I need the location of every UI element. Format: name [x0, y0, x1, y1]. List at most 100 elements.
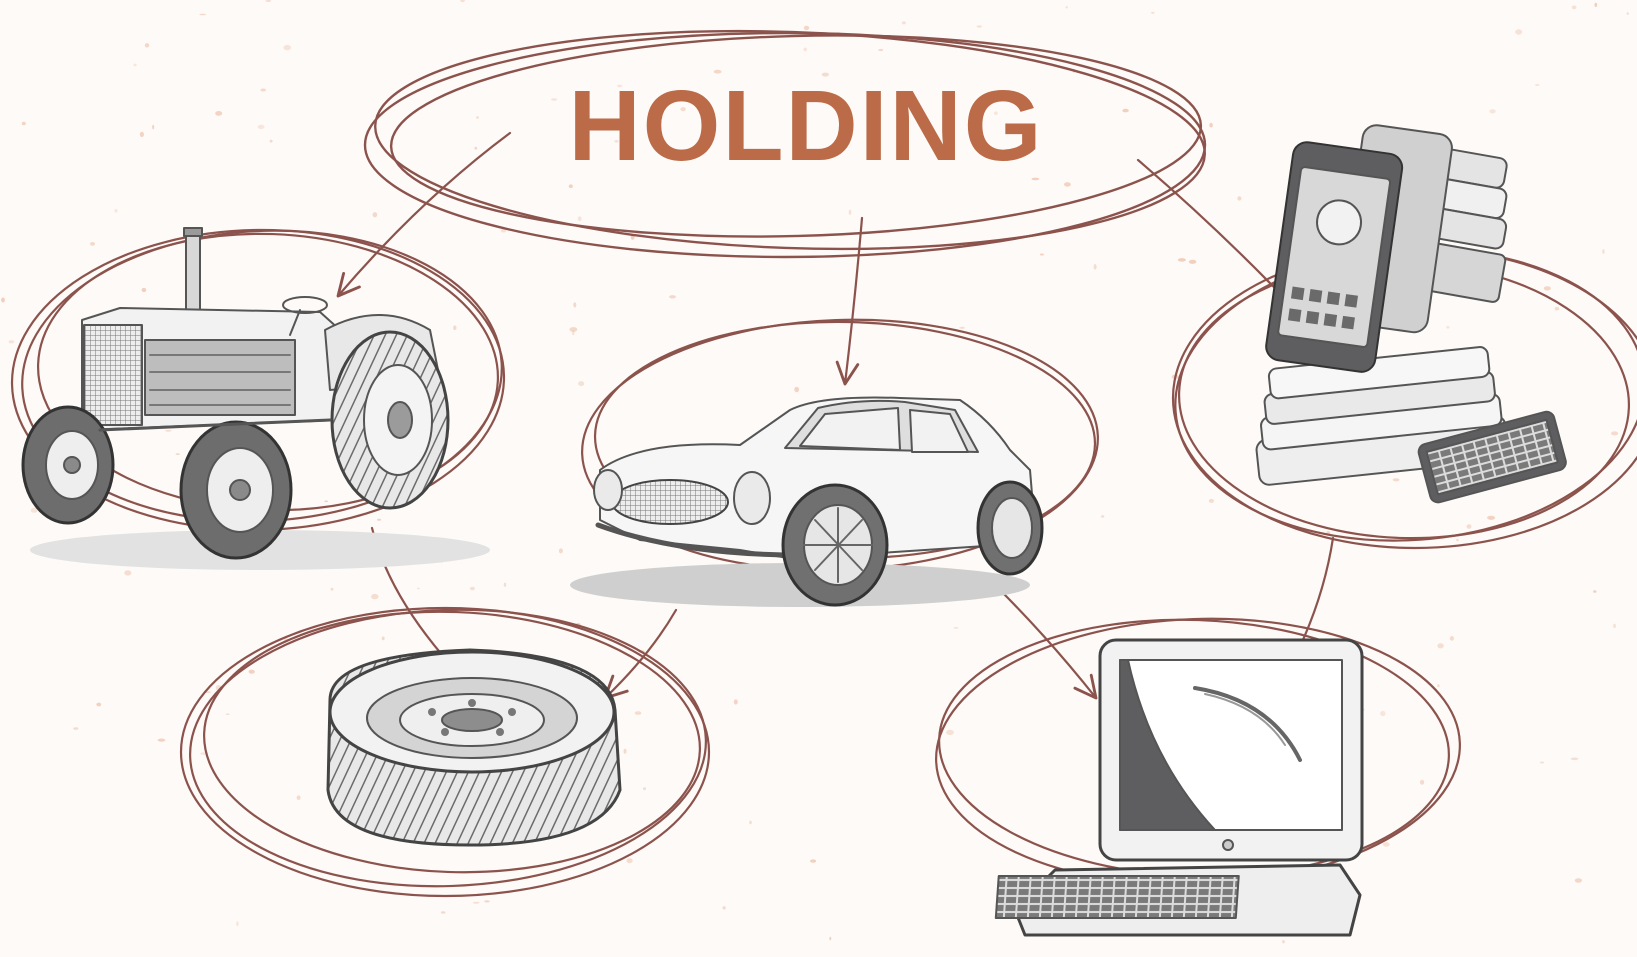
- speckle: [635, 711, 642, 715]
- speckle: [578, 381, 584, 386]
- speckle: [1189, 260, 1197, 264]
- speckle: [1611, 431, 1618, 435]
- speckle: [441, 911, 446, 913]
- speckle: [283, 45, 291, 50]
- speckle: [1094, 264, 1097, 270]
- speckle: [417, 588, 420, 590]
- speckle: [804, 26, 809, 30]
- speckle: [1535, 84, 1539, 86]
- speckle: [1237, 196, 1241, 200]
- speckle: [977, 25, 983, 27]
- speckle: [158, 739, 166, 742]
- speckle: [810, 859, 816, 862]
- speckle: [377, 519, 381, 521]
- speckle: [165, 430, 172, 432]
- car-icon: [570, 398, 1042, 608]
- speckle: [236, 921, 238, 926]
- speckle: [902, 21, 906, 24]
- speckle: [331, 588, 334, 591]
- speckle: [9, 340, 15, 343]
- speckle: [297, 796, 301, 800]
- speckle: [551, 98, 557, 100]
- speckle: [260, 89, 266, 92]
- speckle: [460, 0, 465, 2]
- speckle: [96, 703, 101, 707]
- speckle: [1446, 326, 1449, 329]
- speckle: [90, 242, 95, 246]
- speckle: [134, 64, 137, 67]
- speckle: [1450, 636, 1454, 641]
- speckle: [1209, 499, 1214, 503]
- speckle: [1540, 762, 1544, 764]
- speckle: [959, 327, 965, 329]
- speckle: [803, 48, 807, 52]
- speckle: [1101, 515, 1104, 518]
- speckle: [1, 298, 5, 303]
- speckle: [1627, 12, 1629, 15]
- speckle: [265, 0, 271, 2]
- phones-icon: [1248, 123, 1567, 504]
- speckle: [382, 637, 385, 641]
- edge-car-laptop: [1000, 590, 1096, 698]
- speckle: [723, 906, 726, 909]
- speckle: [946, 730, 954, 735]
- speckle: [373, 212, 378, 217]
- speckle: [115, 209, 118, 213]
- speckle: [878, 49, 883, 51]
- speckle: [1380, 711, 1385, 716]
- speckle: [1437, 643, 1443, 648]
- speckle: [1613, 624, 1616, 628]
- speckle: [1209, 123, 1213, 128]
- edge-holding-car: [845, 218, 862, 384]
- tire-icon: [328, 650, 620, 845]
- speckle: [1420, 780, 1424, 785]
- holding-title: HOLDING: [568, 70, 1043, 182]
- speckle: [371, 594, 378, 599]
- speckle: [1544, 286, 1551, 290]
- speckle: [829, 937, 831, 940]
- speckle: [1383, 842, 1390, 847]
- speckle: [473, 902, 480, 904]
- speckle: [1490, 109, 1496, 113]
- speckle: [794, 387, 799, 392]
- speckle: [226, 713, 230, 715]
- speckle: [749, 821, 752, 825]
- speckle: [140, 132, 144, 137]
- speckle: [73, 727, 78, 730]
- speckle: [643, 787, 646, 790]
- laptop-icon: [996, 640, 1362, 935]
- speckle: [1571, 758, 1579, 761]
- speckle: [1040, 254, 1044, 256]
- speckle: [1064, 182, 1071, 186]
- speckle: [124, 570, 131, 575]
- speckle: [1575, 878, 1582, 883]
- speckle: [1282, 940, 1285, 943]
- speckle: [1122, 109, 1128, 113]
- speckle: [1595, 3, 1598, 7]
- speckle: [199, 14, 206, 16]
- speckle: [1066, 6, 1068, 8]
- speckle: [1515, 29, 1522, 34]
- speckle: [578, 216, 582, 221]
- speckle: [22, 122, 26, 126]
- speckle: [1437, 684, 1439, 687]
- speckle: [1593, 590, 1596, 593]
- speckle: [953, 627, 958, 629]
- edge-holding-phones: [1138, 160, 1296, 310]
- speckle: [470, 587, 475, 591]
- speckle: [1467, 524, 1472, 529]
- speckle: [1602, 249, 1604, 254]
- holding-node: HOLDING: [365, 18, 1209, 263]
- speckle: [1487, 516, 1495, 520]
- speckle: [1393, 478, 1400, 481]
- speckle: [1151, 12, 1154, 14]
- speckle: [573, 302, 576, 307]
- speckle: [627, 858, 633, 863]
- speckle: [142, 288, 147, 292]
- speckle: [570, 327, 578, 332]
- speckle: [624, 749, 627, 754]
- speckle: [669, 295, 676, 298]
- edge-holding-tractor: [338, 133, 510, 296]
- speckle: [559, 548, 563, 553]
